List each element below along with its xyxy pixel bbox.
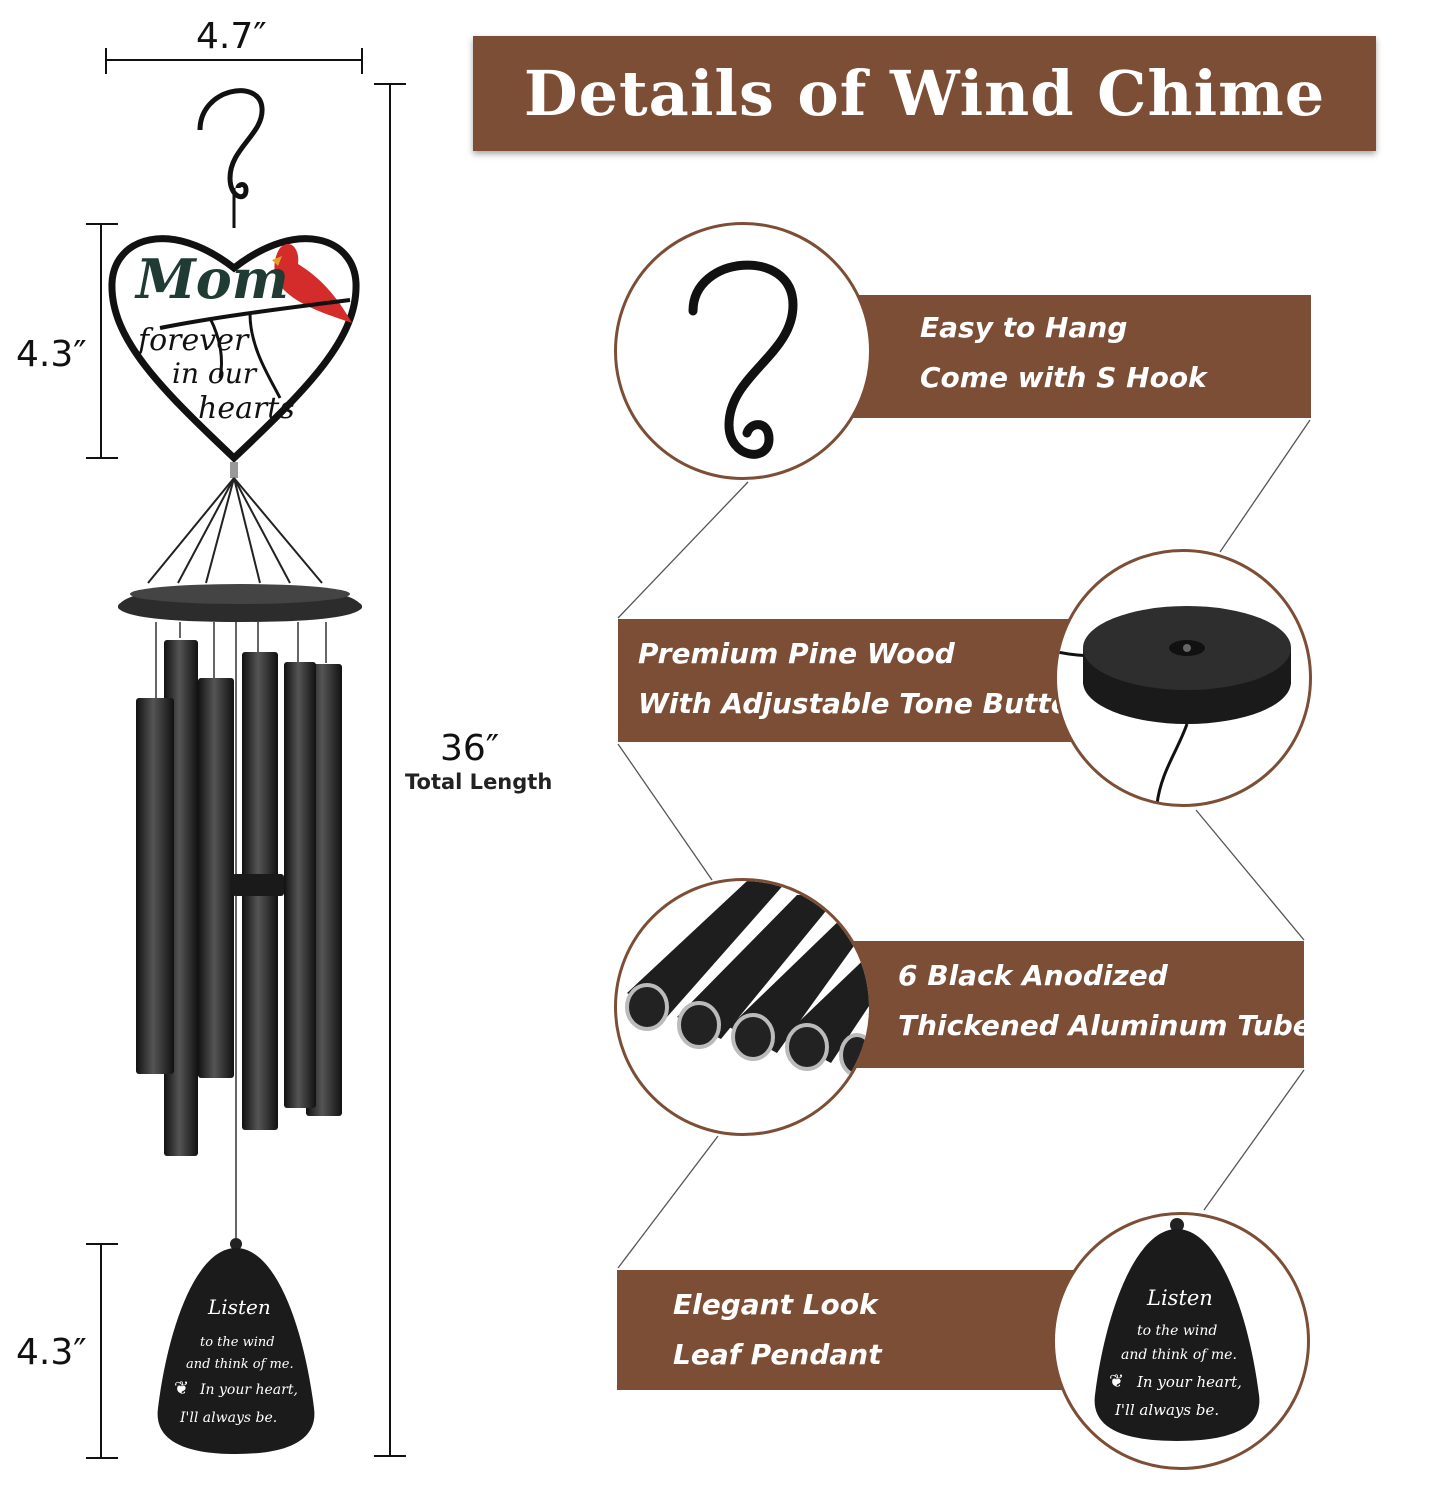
- width-dimension-label: 4.7″: [196, 16, 267, 57]
- total-length-value: 36″: [440, 728, 500, 769]
- pendant-text-line3: and think of me.: [186, 1357, 294, 1372]
- total-length-dimension-line: [374, 83, 406, 1457]
- pendant-detail-line4: In your heart,: [1136, 1373, 1242, 1391]
- pendant-detail-line5: I'll always be.: [1114, 1401, 1219, 1419]
- feature-wood-line1: Premium Pine Wood: [638, 637, 955, 670]
- s-hook-icon: [688, 260, 798, 459]
- pendant-text-line4: In your heart,: [199, 1382, 298, 1398]
- wood-top-icon: [1057, 606, 1291, 804]
- page-title: Details of Wind Chime: [523, 57, 1326, 130]
- butterfly-icon: ❦: [174, 1378, 189, 1398]
- pendant-icon: Listen to the wind and think of me. In y…: [1094, 1218, 1260, 1441]
- pendant-text-line2: to the wind: [200, 1335, 275, 1350]
- title-banner: Details of Wind Chime: [473, 36, 1376, 151]
- pendant-text-line5: I'll always be.: [179, 1410, 277, 1426]
- pendant-height-label: 4.3″: [16, 1332, 87, 1373]
- feature-hook-line1: Easy to Hang: [920, 311, 1128, 344]
- pendant-detail-line3: and think of me.: [1121, 1347, 1237, 1363]
- pendant-detail-line2: to the wind: [1137, 1323, 1217, 1339]
- butterfly-icon: ❦: [1109, 1371, 1124, 1391]
- heart-text-mom: Mom: [134, 247, 289, 311]
- heart-text-in-our: in our: [172, 357, 258, 390]
- pendant-height-dimension-line: [86, 1243, 118, 1459]
- width-dimension-line: [105, 48, 363, 74]
- heart-height-label: 4.3″: [16, 334, 87, 375]
- feature-band-wood: Premium Pine Wood With Adjustable Tone B…: [618, 619, 1138, 742]
- feature-pendant-line1: Elegant Look: [673, 1288, 878, 1321]
- pendant-text-listen: Listen: [207, 1295, 271, 1319]
- wind-chime-product-image: Mom forever in our hearts Listen to the …: [108, 88, 362, 1454]
- feature-tubes-line1: 6 Black Anodized: [898, 959, 1168, 992]
- total-length-label: Total Length: [405, 770, 553, 794]
- connector-lines: [617, 419, 1311, 1269]
- heart-height-dimension-line: [86, 223, 118, 459]
- heart-text-forever: forever: [136, 323, 250, 358]
- feature-wood-line2: With Adjustable Tone Button: [638, 687, 1090, 720]
- feature-circle-tubes: [614, 878, 872, 1136]
- pendant-detail-listen: Listen: [1146, 1286, 1213, 1310]
- heart-text-hearts: hearts: [198, 391, 295, 426]
- tubes-icon: [625, 881, 869, 1077]
- feature-circle-wood: [1054, 549, 1312, 807]
- feature-hook-line2: Come with S Hook: [920, 361, 1207, 394]
- feature-tubes-line2: Thickened Aluminum Tubes: [898, 1009, 1329, 1042]
- feature-circle-hook: [614, 222, 872, 480]
- feature-circle-pendant: Listen to the wind and think of me. In y…: [1052, 1212, 1310, 1470]
- feature-pendant-line2: Leaf Pendant: [673, 1338, 882, 1371]
- feature-band-pendant: Elegant Look Leaf Pendant: [617, 1270, 1137, 1390]
